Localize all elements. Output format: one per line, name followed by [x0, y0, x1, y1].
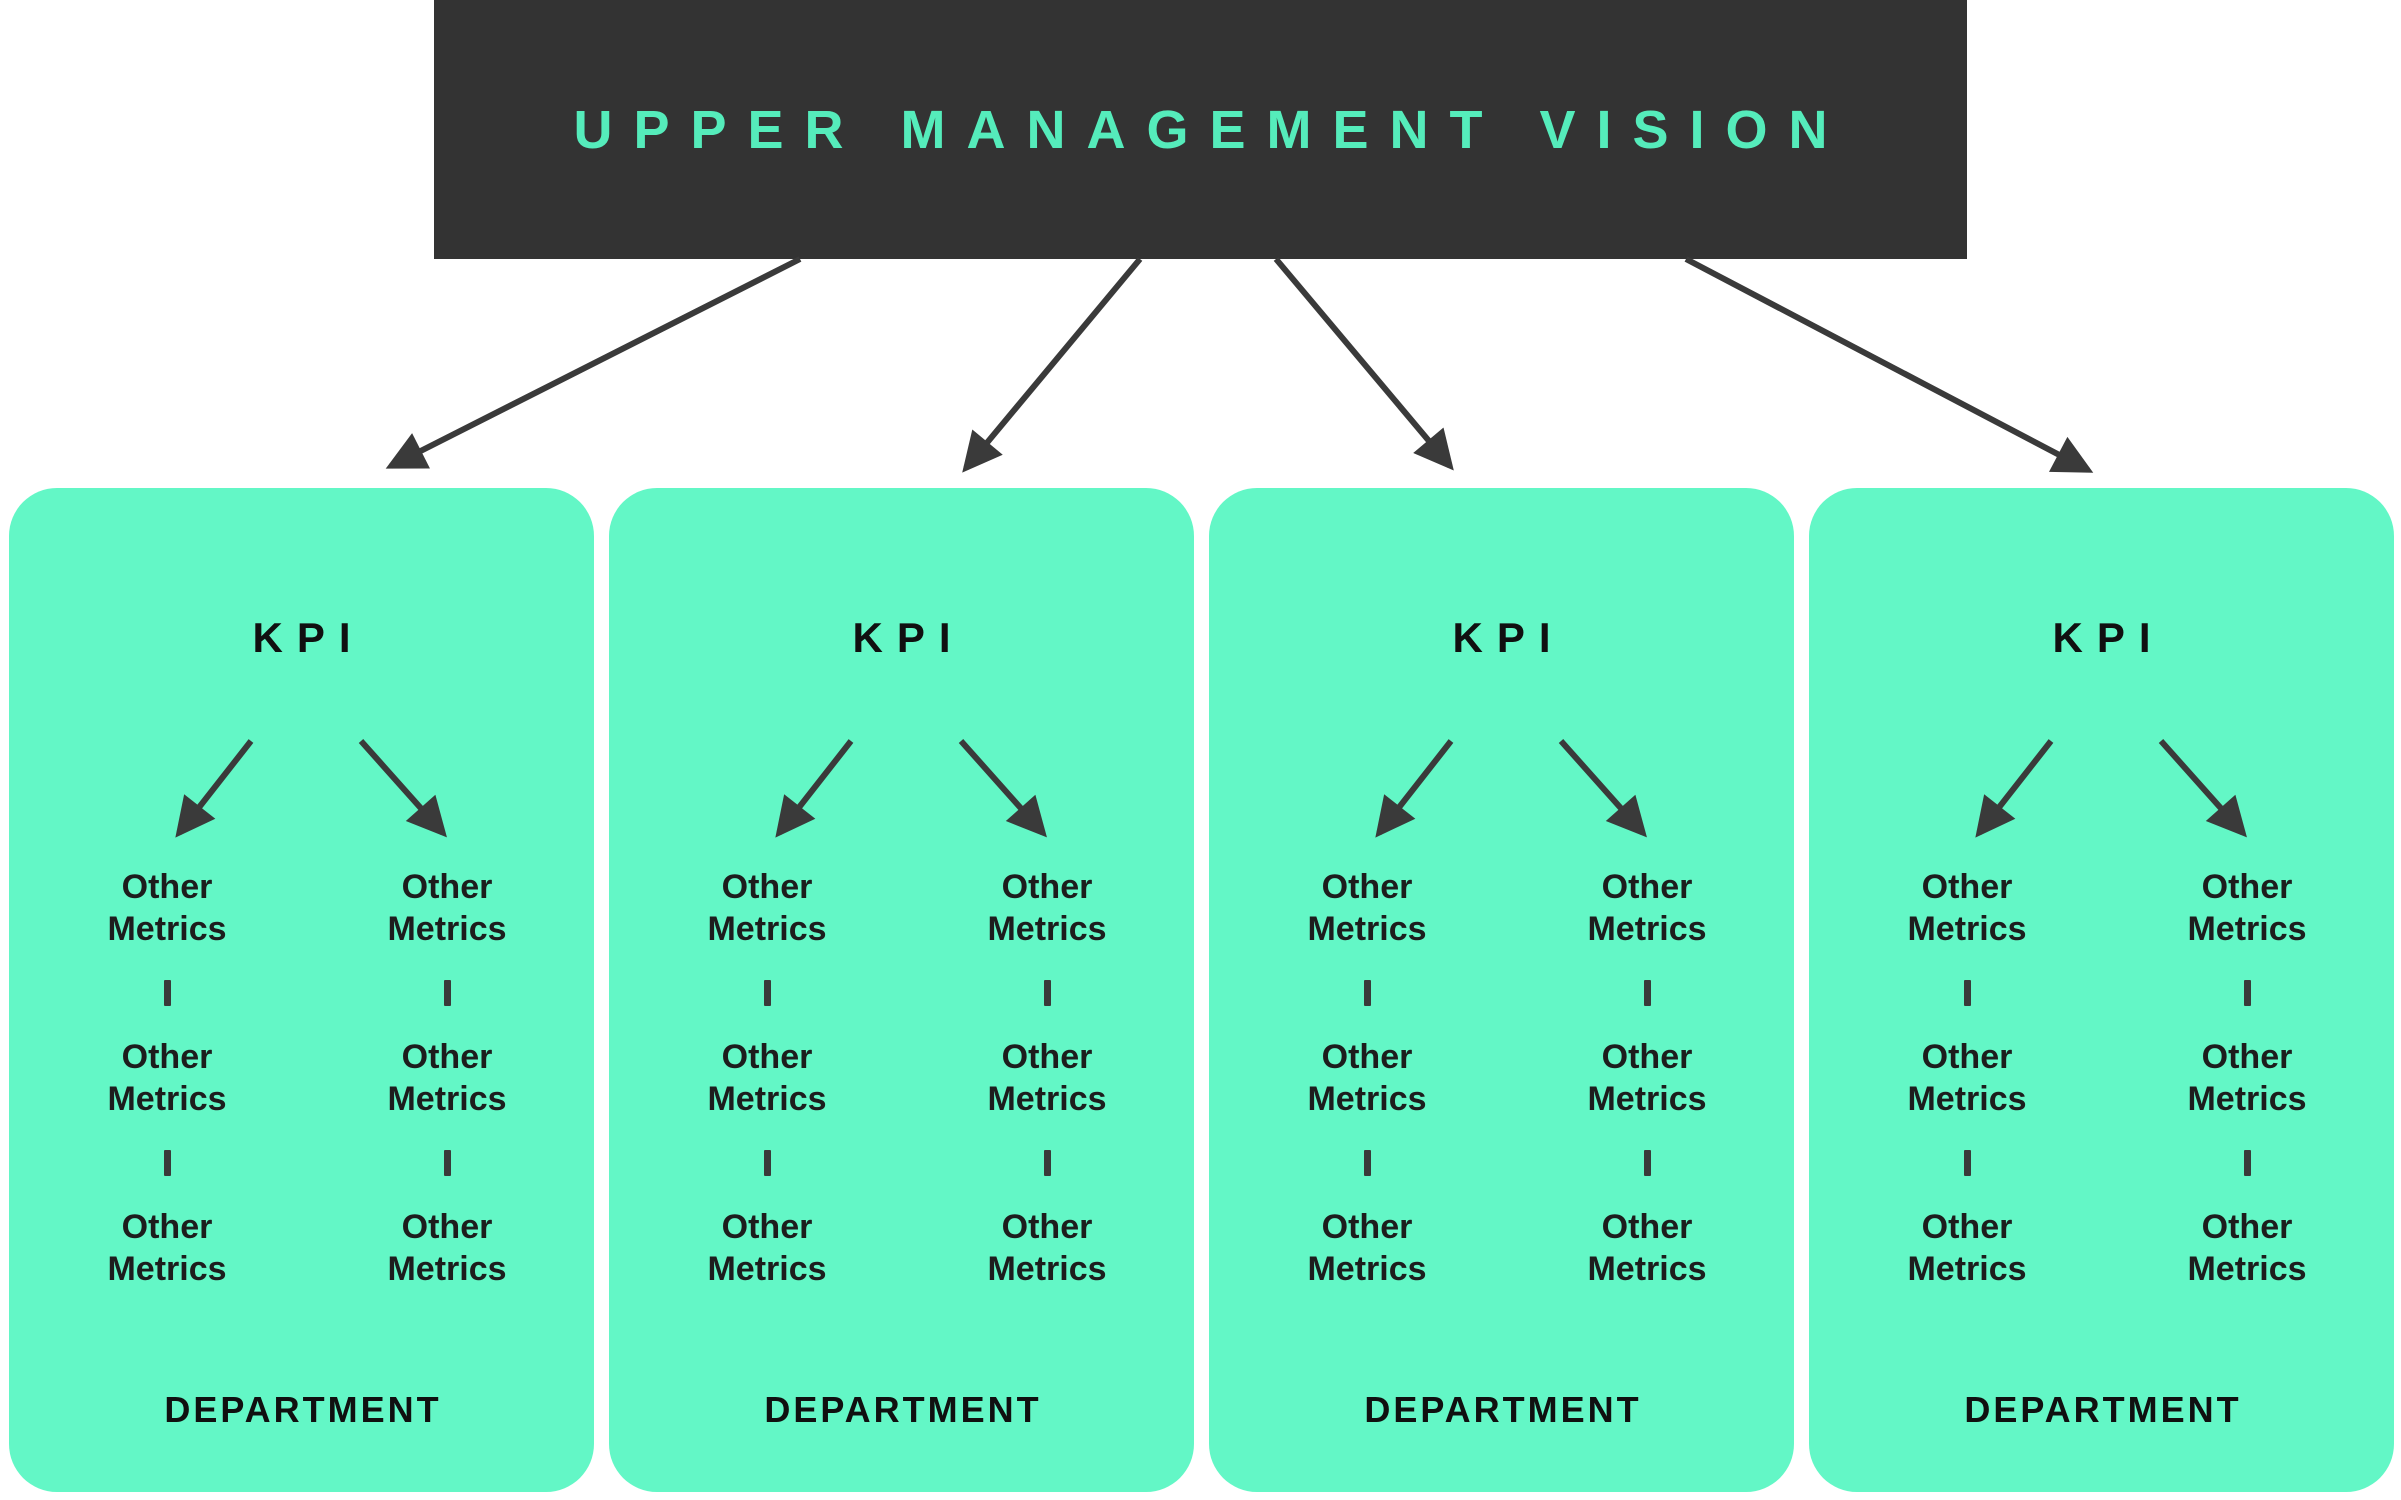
metric-label: Other Metrics	[107, 1038, 227, 1118]
arrow-vision-to-department-3	[1273, 257, 1454, 471]
metrics-column-right: Other Metrics Other Metrics Other Metric…	[362, 866, 532, 1290]
vision-title: UPPER MANAGEMENT VISION	[573, 99, 1849, 160]
department-card: KPI Other Metrics Other Metrics Other Me…	[609, 488, 1194, 1492]
connector-dash	[763, 1150, 771, 1176]
department-card: KPI Other Metrics Other Metrics Other Me…	[9, 488, 594, 1492]
department-label: DEPARTMENT	[1364, 1389, 1642, 1430]
kpi-arrow-left	[1375, 739, 1454, 838]
connector-dash	[443, 980, 451, 1006]
connector-dash	[1043, 1150, 1051, 1176]
metric-label: Other Metrics	[2187, 1038, 2307, 1118]
kpi-arrow-right	[958, 739, 1047, 838]
connector-dash	[2243, 980, 2251, 1006]
connector-dash	[763, 980, 771, 1006]
connector-dash	[1643, 1150, 1651, 1176]
metric-label: Other Metrics	[707, 1038, 827, 1118]
arrow-vision-to-department-4	[1684, 256, 2094, 473]
metric-label: Other Metrics	[1907, 1208, 2027, 1288]
connector-dash	[2243, 1150, 2251, 1176]
kpi-arrow-right	[1558, 739, 1647, 838]
metric-label: Other Metrics	[1307, 1038, 1427, 1118]
metric-label: Other Metrics	[1587, 1208, 1707, 1288]
connector-dash	[443, 1150, 451, 1176]
metric-label: Other Metrics	[987, 868, 1107, 948]
kpi-split-arrows	[775, 739, 1047, 838]
connector-dash	[1363, 980, 1371, 1006]
metric-label: Other Metrics	[2187, 1208, 2307, 1288]
metrics-column-left: Other Metrics Other Metrics Other Metric…	[682, 866, 852, 1290]
department-label: DEPARTMENT	[164, 1389, 442, 1430]
vision-header: UPPER MANAGEMENT VISION	[434, 0, 1967, 259]
kpi-arrow-right	[358, 739, 447, 838]
metrics-column-left: Other Metrics Other Metrics Other Metric…	[1882, 866, 2052, 1290]
metric-label: Other Metrics	[107, 868, 227, 948]
metric-label: Other Metrics	[2187, 868, 2307, 948]
metric-label: Other Metrics	[387, 1208, 507, 1288]
connector-dash	[1963, 1150, 1971, 1176]
metric-label: Other Metrics	[1307, 868, 1427, 948]
kpi-split-arrows	[1975, 739, 2247, 838]
kpi-arrow-right	[2158, 739, 2247, 838]
metrics-column-right: Other Metrics Other Metrics Other Metric…	[2162, 866, 2332, 1290]
department-label: DEPARTMENT	[764, 1389, 1042, 1430]
arrow-vision-to-department-1	[385, 256, 802, 469]
metric-label: Other Metrics	[1587, 1038, 1707, 1118]
kpi-heading: KPI	[1452, 614, 1565, 661]
kpi-heading: KPI	[2052, 614, 2165, 661]
arrow-vision-to-department-2	[962, 257, 1143, 473]
department-card: KPI Other Metrics Other Metrics Other Me…	[1809, 488, 2394, 1492]
metric-label: Other Metrics	[387, 1038, 507, 1118]
kpi-heading: KPI	[852, 614, 965, 661]
connector-dash	[163, 1150, 171, 1176]
kpi-arrow-left	[775, 739, 854, 838]
metric-label: Other Metrics	[987, 1208, 1107, 1288]
metric-label: Other Metrics	[1307, 1208, 1427, 1288]
metric-label: Other Metrics	[1907, 868, 2027, 948]
metric-label: Other Metrics	[107, 1208, 227, 1288]
connector-dash	[163, 980, 171, 1006]
metric-label: Other Metrics	[987, 1038, 1107, 1118]
metric-label: Other Metrics	[707, 1208, 827, 1288]
kpi-arrow-left	[1975, 739, 2054, 838]
metric-label: Other Metrics	[387, 868, 507, 948]
metric-label: Other Metrics	[1907, 1038, 2027, 1118]
kpi-split-arrows	[1375, 739, 1647, 838]
metric-label: Other Metrics	[1587, 868, 1707, 948]
connector-dash	[1963, 980, 1971, 1006]
kpi-heading: KPI	[252, 614, 365, 661]
department-label: DEPARTMENT	[1964, 1389, 2242, 1430]
metrics-column-left: Other Metrics Other Metrics Other Metric…	[82, 866, 252, 1290]
kpi-split-arrows	[175, 739, 447, 838]
metrics-column-right: Other Metrics Other Metrics Other Metric…	[962, 866, 1132, 1290]
connector-dash	[1043, 980, 1051, 1006]
metric-label: Other Metrics	[707, 868, 827, 948]
connector-dash	[1643, 980, 1651, 1006]
metrics-column-right: Other Metrics Other Metrics Other Metric…	[1562, 866, 1732, 1290]
metrics-column-left: Other Metrics Other Metrics Other Metric…	[1282, 866, 1452, 1290]
connector-dash	[1363, 1150, 1371, 1176]
department-card: KPI Other Metrics Other Metrics Other Me…	[1209, 488, 1794, 1492]
kpi-arrow-left	[175, 739, 254, 838]
